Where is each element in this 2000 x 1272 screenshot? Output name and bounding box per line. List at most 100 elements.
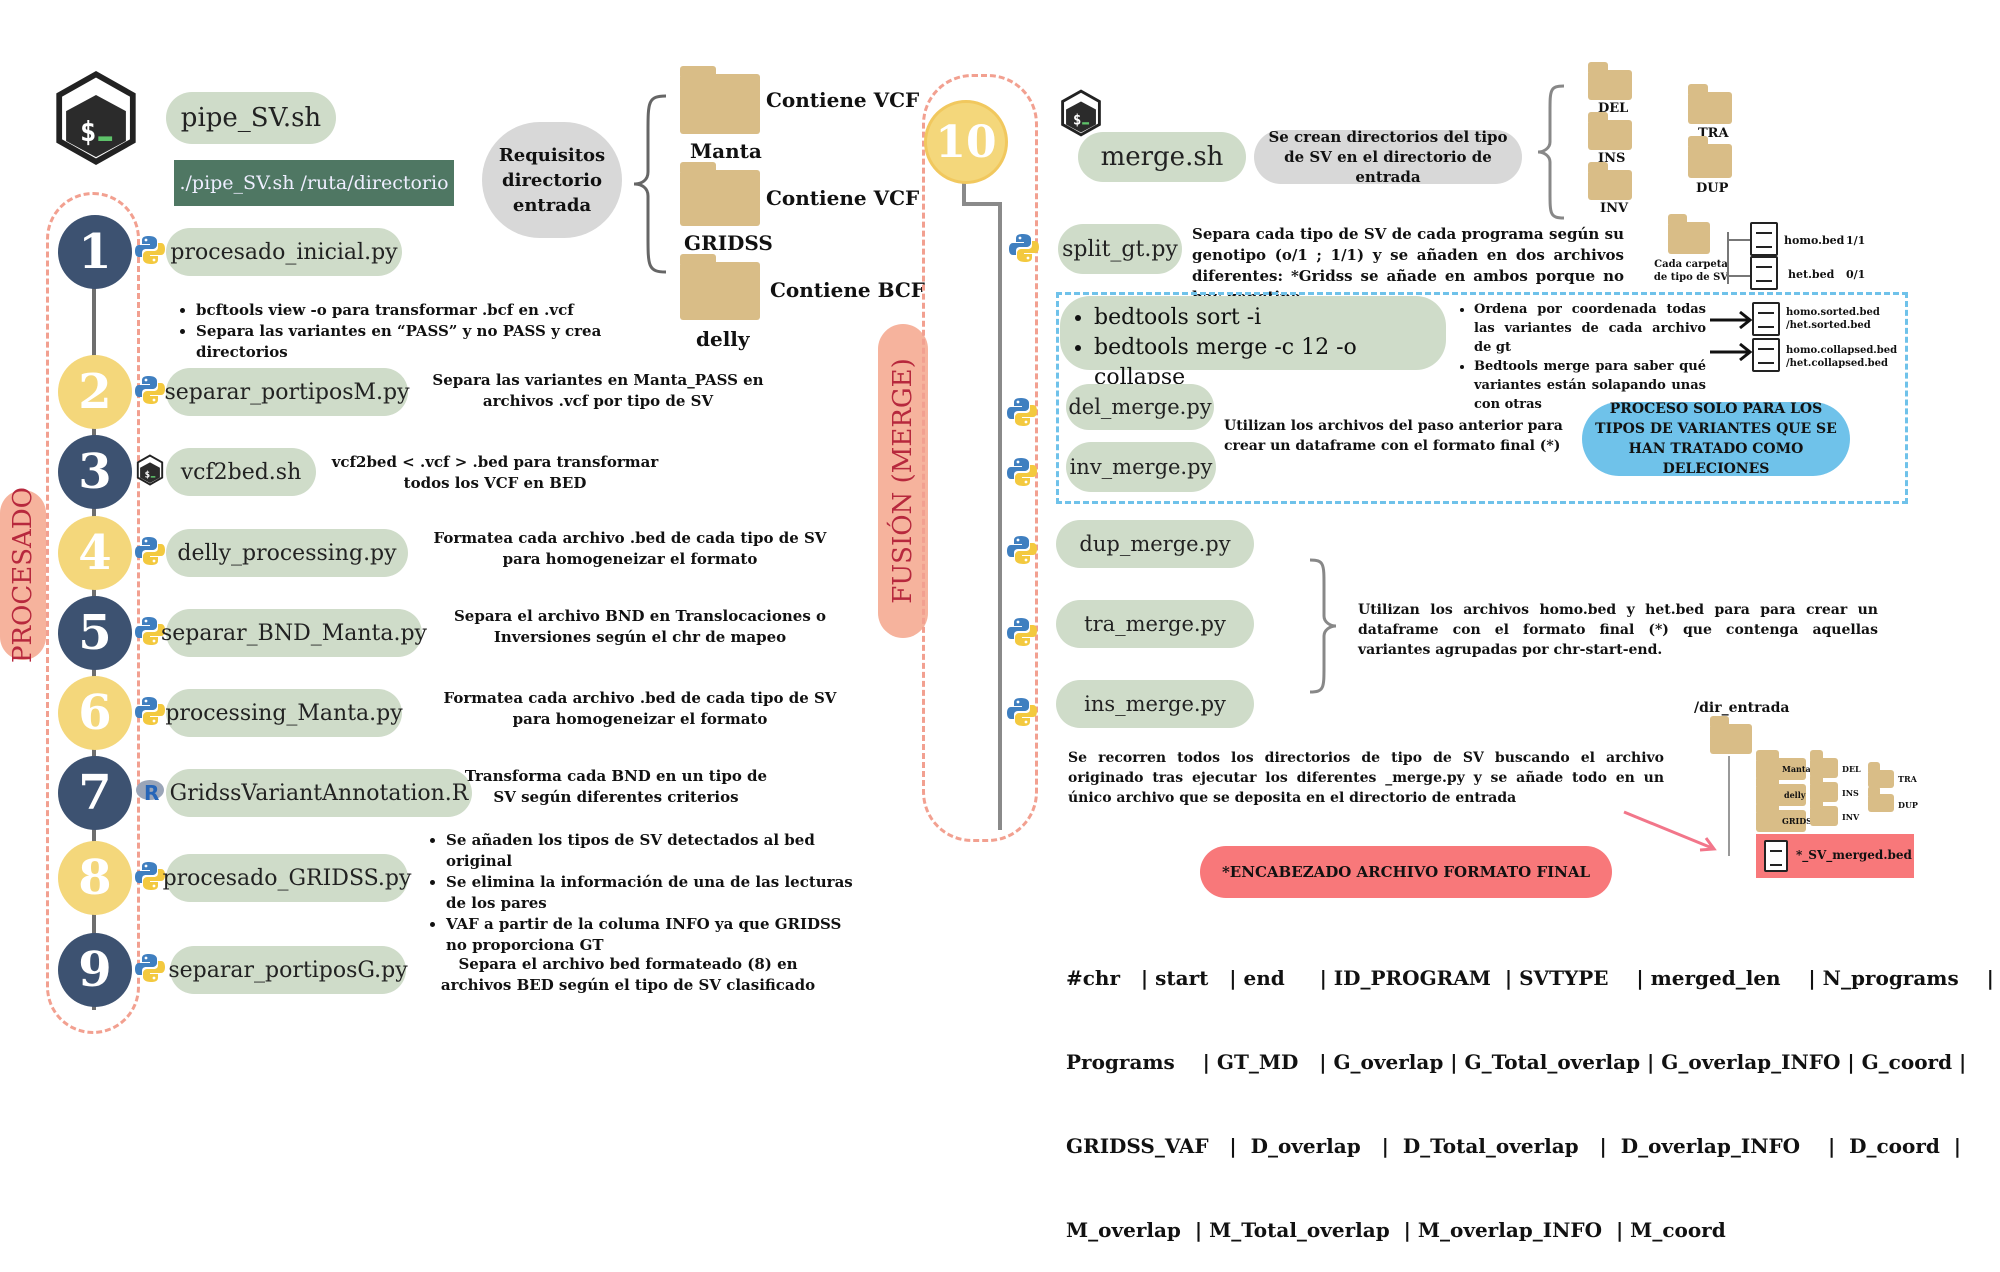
- tree-del-icon: [1810, 750, 1838, 778]
- folder-manta-icon: [680, 66, 760, 134]
- python-icon: [1007, 698, 1037, 726]
- step-7-script-pill[interactable]: GridssVariantAnnotation.R: [166, 769, 472, 817]
- het-bed-label: het.bed: [1788, 268, 1835, 281]
- header-line-4: M_overlap | M_Total_overlap | M_overlap_…: [1066, 1218, 1726, 1242]
- step-6-script-pill[interactable]: processing_Manta.py: [165, 689, 403, 737]
- step-6-circle: 6: [58, 676, 132, 750]
- folder-dup-icon: [1688, 136, 1732, 178]
- merge-container: [922, 74, 1038, 842]
- bedtools-pill: bedtools sort -i bedtools merge -c 12 -o…: [1060, 296, 1446, 390]
- homo-bed-label: homo.bed: [1784, 234, 1845, 247]
- del-merge-pill[interactable]: del_merge.py: [1066, 384, 1214, 430]
- het-bed-file-icon: [1750, 256, 1778, 290]
- merged-bed-label: *_SV_merged.bed: [1796, 848, 1912, 862]
- tree-line: [1728, 756, 1730, 856]
- step-2-script-pill[interactable]: separar_portiposM.py: [164, 368, 410, 416]
- merged-bed-file-icon: [1764, 840, 1788, 872]
- folder-delly-name: delly: [696, 327, 750, 351]
- python-icon: [135, 236, 165, 264]
- tra-merge-pill[interactable]: tra_merge.py: [1056, 600, 1254, 648]
- step-5-script-pill[interactable]: separar_BND_Manta.py: [161, 609, 427, 657]
- pipe-command: ./pipe_SV.sh /ruta/directorio: [174, 160, 454, 206]
- step-2-description: Separa las variantes en Manta_PASS en ar…: [432, 371, 764, 410]
- tree-ins-label: INS: [1842, 788, 1859, 798]
- bullet: Se elimina la información de una de las …: [446, 872, 858, 914]
- header-line-1: #chr | start | end | ID_PROGRAM | SVTYPE…: [1066, 966, 1994, 990]
- python-icon: [135, 376, 165, 404]
- collapsed-bed-file-icon: [1752, 338, 1780, 372]
- step-7-description: Transforma cada BND en un tipo de SV seg…: [464, 767, 768, 806]
- bedtools-notes: Ordena por coordenada todas las variante…: [1456, 300, 1706, 414]
- homo-bed-file-icon: [1750, 222, 1778, 256]
- ins-merge-pill[interactable]: ins_merge.py: [1056, 680, 1254, 728]
- other-merge-note: Utilizan los archivos homo.bed y het.bed…: [1358, 602, 1878, 658]
- tree-ins-icon: [1810, 774, 1838, 802]
- step-4-script-pill[interactable]: delly_processing.py: [166, 529, 408, 577]
- folder-delly-icon: [680, 254, 760, 320]
- sorted-bed-label: homo.sorted.bed /het.sorted.bed: [1786, 307, 1880, 331]
- merge-timeline: [998, 204, 1002, 830]
- step-5-circle: 5: [58, 596, 132, 670]
- step-8-script-pill[interactable]: procesado_GRIDSS.py: [163, 854, 411, 902]
- merge-header-note: Se crean directorios del tipo de SV en e…: [1254, 128, 1522, 186]
- r-icon: R: [136, 780, 164, 805]
- step-6-description: Formatea cada archivo .bed de cada tipo …: [443, 689, 837, 728]
- deletion-badge: PROCESO SOLO PARA LOS TIPOS DE VARIANTES…: [1582, 401, 1850, 477]
- collapsed-bed-label: homo.collapsed.bed /het.collapsed.bed: [1786, 345, 1898, 369]
- sorted-bed-file-icon: [1752, 302, 1780, 336]
- dup-merge-pill[interactable]: dup_merge.py: [1056, 520, 1254, 568]
- folder-inv-label: INV: [1600, 201, 1629, 216]
- tree-manta-label: Manta: [1782, 764, 1811, 774]
- final-note: Se recorren todos los directorios de tip…: [1068, 750, 1664, 806]
- del-inv-note: Utilizan los archivos del paso anterior …: [1224, 418, 1563, 454]
- step-9-circle: 9: [58, 933, 132, 1007]
- tree-gridss-icon: [1756, 802, 1806, 832]
- bullet: bcftools view -o para transformar .bcf e…: [196, 300, 698, 321]
- bullet: Se añaden los tipos de SV detectados al …: [446, 830, 858, 872]
- header-line-2: Programs | GT_MD | G_overlap | G_Total_o…: [1066, 1050, 1967, 1074]
- pipe-script-pill[interactable]: pipe_SV.sh: [166, 92, 336, 144]
- header-line-3: GRIDSS_VAF | D_overlap | D_Total_overlap…: [1066, 1134, 1962, 1158]
- folder-gridss-icon: [680, 162, 760, 226]
- step-9-script-pill[interactable]: separar_portiposG.py: [168, 946, 408, 994]
- merge-timeline-join: [962, 202, 1002, 206]
- step1-bullets: bcftools view -o para transformar .bcf e…: [178, 300, 698, 363]
- bash-logo-icon: [50, 68, 142, 168]
- deletion-process-box: [1056, 292, 1908, 504]
- folder-inv-icon: [1588, 162, 1632, 200]
- header-columns: #chr | start | end | ID_PROGRAM | SVTYPE…: [1066, 908, 1994, 1272]
- svdirs-brace: [1537, 84, 1565, 220]
- bullet: Separa las variantes en “PASS” y no PASS…: [196, 321, 698, 363]
- python-icon: [1007, 618, 1037, 646]
- step-4-description: Formatea cada archivo .bed de cada tipo …: [433, 529, 827, 568]
- split-gt-pill[interactable]: split_gt.py: [1058, 224, 1182, 274]
- python-icon: [135, 862, 165, 890]
- tree-inv-label: INV: [1842, 812, 1860, 822]
- tree-del-label: DEL: [1842, 764, 1861, 774]
- bedtools-sort: bedtools sort -i: [1094, 303, 1446, 333]
- tree-root-folder-icon: [1710, 716, 1752, 754]
- python-icon: [1007, 536, 1037, 564]
- tree-tra-icon: [1868, 762, 1894, 788]
- step-3-script-pill[interactable]: vcf2bed.sh: [166, 448, 316, 496]
- step-3-circle: 3: [58, 435, 132, 509]
- step-8-circle: 8: [58, 841, 132, 915]
- procesado-container: [46, 192, 140, 1034]
- requisitos-brace: [633, 94, 667, 274]
- tree-manta-icon: [1756, 750, 1806, 780]
- merge-script-pill[interactable]: merge.sh: [1078, 132, 1246, 182]
- tree-tra-label: TRA: [1898, 774, 1917, 784]
- inv-merge-pill[interactable]: inv_merge.py: [1066, 442, 1216, 492]
- svg-text:R: R: [144, 781, 159, 805]
- step-2-circle: 2: [58, 355, 132, 429]
- tree-gridss-label: GRIDSS: [1782, 816, 1818, 826]
- bullet: VAF a partir de la columa INFO ya que GR…: [446, 914, 858, 956]
- step-1-script-pill[interactable]: procesado_inicial.py: [166, 228, 402, 276]
- tree-inv-icon: [1810, 798, 1838, 826]
- bedtools-arrows: [1710, 310, 1753, 362]
- step-1-circle: 1: [58, 215, 132, 289]
- split-folder-icon: [1668, 214, 1710, 254]
- tree-root-label: /dir_entrada: [1694, 700, 1790, 716]
- python-icon: [135, 954, 165, 982]
- split-bracket: [1727, 232, 1752, 284]
